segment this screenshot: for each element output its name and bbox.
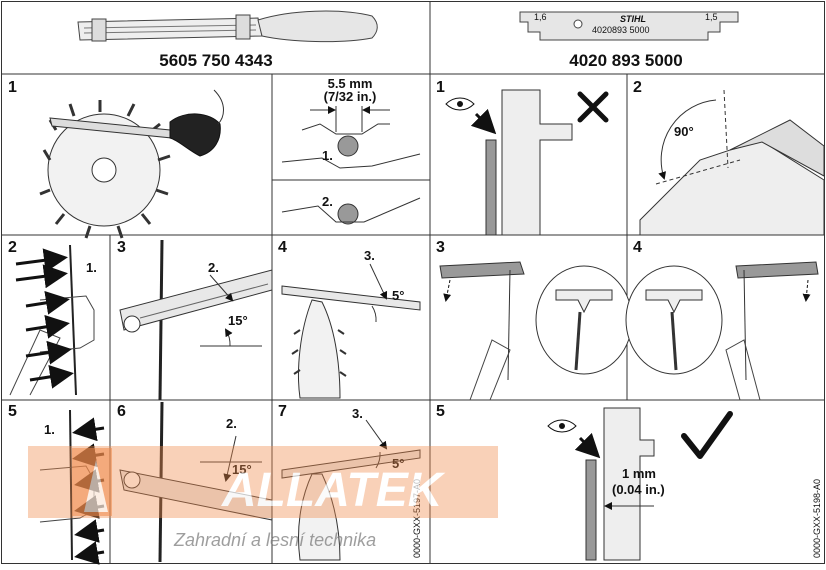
chain-side-view-illustration [9, 244, 95, 396]
left-step-3-callout: 2. [208, 260, 219, 275]
watermark-brand: ALLATEK [221, 464, 446, 517]
file-holder-15deg-2-illustration [119, 401, 273, 563]
left-step-1-number: 1 [8, 79, 17, 96]
right-step-1-number: 1 [436, 79, 445, 96]
left-step-5-number: 5 [8, 403, 17, 420]
left-figure-code: 0000-GXX-5197-A0 [412, 479, 422, 558]
right-step-3-number: 3 [436, 239, 445, 256]
file-diameter-mm: 5.5 mm [328, 76, 373, 91]
file-position-1-label: 1. [322, 148, 333, 163]
wrong-x-icon [577, 91, 609, 123]
eye-icon [445, 97, 475, 111]
left-step-7-angle: 5° [392, 456, 404, 471]
file-diameter-in: (7/32 in.) [324, 89, 377, 104]
file-holder-5deg-illustration [281, 263, 421, 399]
left-step-4-angle: 5° [392, 288, 404, 303]
tool-brand: STIHL [620, 14, 646, 24]
left-step-3-number: 3 [117, 239, 126, 256]
file-holder-15deg-illustration [119, 239, 273, 401]
tool-left-value: 1,6 [534, 12, 547, 22]
depth-gauge-file-mirrored-illustration [625, 261, 819, 401]
left-step-6-angle: 15° [232, 462, 252, 477]
watermark-tagline: Zahradní a lesní technika [173, 530, 376, 550]
right-step-2-number: 2 [633, 79, 642, 96]
depth-gauge-check-correct-illustration [574, 407, 655, 561]
right-step-2-angle: 90° [674, 124, 694, 139]
allatek-watermark: ALLATEK Zahradní a lesní technika [28, 446, 498, 550]
depth-gauge-file-illustration [439, 261, 633, 401]
left-step-7-number: 7 [278, 403, 287, 420]
file-holder-5deg-2-illustration [281, 419, 421, 561]
left-step-2-number: 2 [8, 239, 17, 256]
file-position-illustration [281, 106, 421, 225]
allatek-logo-icon [72, 448, 112, 516]
eye-icon-2 [547, 419, 577, 433]
saw-wheel-illustration [39, 89, 224, 239]
right-step-5-dimension-in: (0.04 in.) [612, 482, 665, 497]
right-step-5-number: 5 [436, 403, 445, 420]
depth-gauge-tool-illustration [519, 11, 739, 41]
depth-gauge-part-number: 4020 893 5000 [569, 51, 682, 70]
right-step-5-dimension-mm: 1 mm [622, 466, 656, 481]
file-holder-part-number: 5605 750 4343 [159, 51, 272, 70]
depth-gauge-check-wrong-illustration [470, 89, 573, 236]
tool-right-value: 1,5 [705, 12, 718, 22]
left-step-2-callout: 1. [86, 260, 97, 275]
left-step-7-callout: 3. [352, 406, 363, 421]
left-step-6-callout: 2. [226, 416, 237, 431]
right-step-4-number: 4 [633, 239, 642, 256]
file-position-2-label: 2. [322, 194, 333, 209]
left-step-4-callout: 3. [364, 248, 375, 263]
tool-code: 4020893 5000 [592, 25, 650, 35]
left-step-6-number: 6 [117, 403, 126, 420]
left-step-5-callout: 1. [44, 422, 55, 437]
left-step-3-angle: 15° [228, 313, 248, 328]
correct-check-icon [681, 411, 733, 459]
left-step-4-number: 4 [278, 239, 287, 256]
tool-on-bar-90deg-illustration [639, 89, 825, 236]
right-figure-code: 0000-GXX-5198-A0 [812, 479, 822, 558]
file-holder-illustration [77, 10, 378, 43]
